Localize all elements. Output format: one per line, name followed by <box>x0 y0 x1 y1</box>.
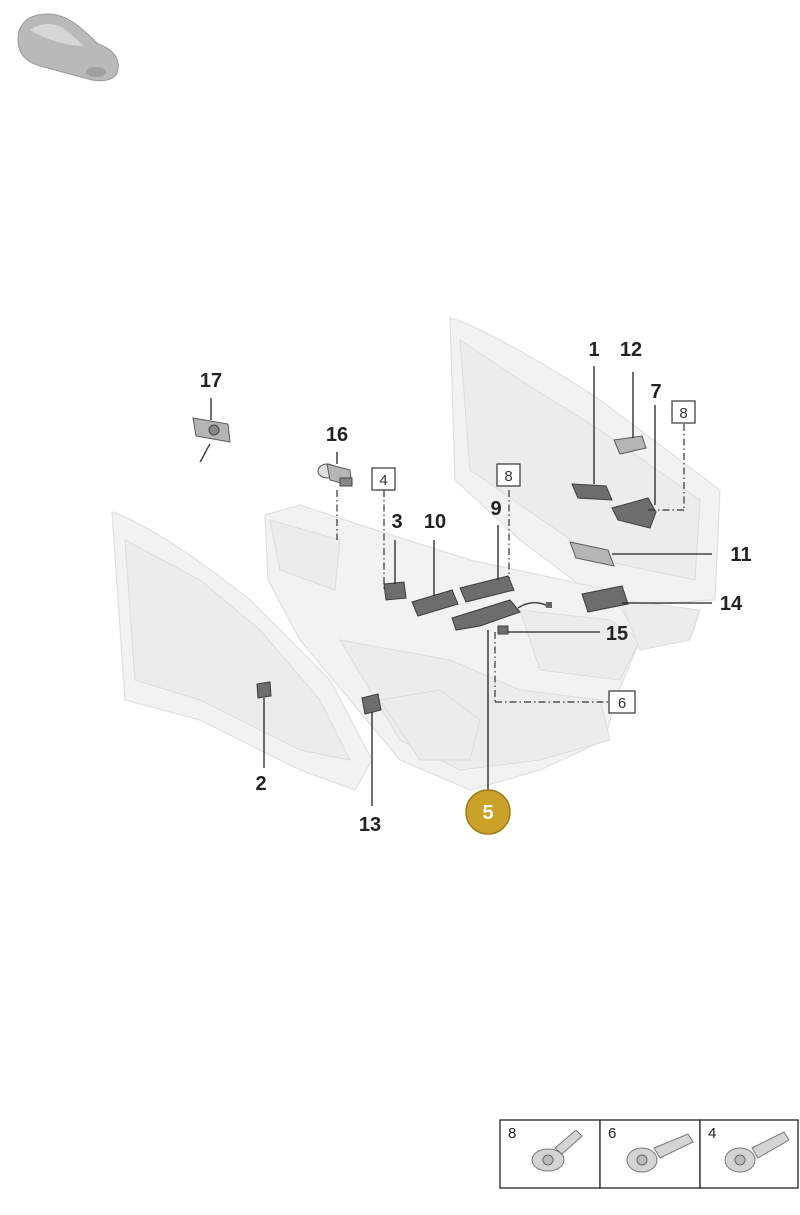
part-9-switch-bar[interactable] <box>459 575 515 603</box>
fastener-legend: 8 6 4 <box>499 1119 799 1189</box>
boxed-ref-8-right-label: 8 <box>679 405 687 422</box>
boxed-ref-6[interactable]: 6 <box>608 690 636 714</box>
callout-16[interactable]: 16 <box>326 424 348 446</box>
part-16-socket[interactable] <box>317 463 353 487</box>
callout-7[interactable]: 7 <box>650 381 661 403</box>
part-5-control-unit[interactable] <box>451 599 552 631</box>
legend-item-4-number: 4 <box>708 1125 716 1142</box>
torx-bolt-icon <box>626 1133 694 1173</box>
legend-item-6[interactable]: 6 <box>608 1125 694 1173</box>
boxed-ref-8-left-label: 8 <box>504 468 512 485</box>
legend-item-6-number: 6 <box>608 1125 616 1142</box>
legend-item-4[interactable]: 4 <box>708 1125 790 1173</box>
callout-14[interactable]: 14 <box>720 593 743 615</box>
callout-1[interactable]: 1 <box>588 339 599 361</box>
part-2-switch[interactable] <box>256 681 272 699</box>
callout-3[interactable]: 3 <box>391 511 402 533</box>
part-1-switch[interactable] <box>571 483 613 501</box>
part-15-connector[interactable] <box>497 625 509 635</box>
boxed-ref-4-label: 4 <box>379 472 387 489</box>
part-13-switch[interactable] <box>361 693 382 715</box>
part-3-switch[interactable] <box>383 581 407 601</box>
part-11-switch[interactable] <box>569 541 615 567</box>
leader-lines <box>210 366 712 806</box>
callout-10[interactable]: 10 <box>424 511 446 533</box>
boxed-ref-8-left[interactable]: 8 <box>496 463 521 487</box>
callout-2[interactable]: 2 <box>255 773 266 795</box>
highlight-part-5-label: 5 <box>482 802 493 824</box>
boxed-ref-4[interactable]: 4 <box>371 467 396 491</box>
callout-13[interactable]: 13 <box>359 814 381 836</box>
flange-bolt-icon <box>531 1129 583 1172</box>
part-17-speaker[interactable] <box>192 417 231 463</box>
part-14-cover[interactable] <box>581 585 629 613</box>
highlight-part-5[interactable]: 5 <box>465 789 511 835</box>
legend-item-8-number: 8 <box>508 1125 516 1142</box>
callout-12[interactable]: 12 <box>620 339 642 361</box>
callout-17[interactable]: 17 <box>200 370 222 392</box>
legend-item-8[interactable]: 8 <box>508 1125 583 1172</box>
callout-9[interactable]: 9 <box>490 498 501 520</box>
boxed-ref-8-right[interactable]: 8 <box>671 400 696 424</box>
boxed-ref-6-label: 6 <box>618 695 626 712</box>
part-10-switch-bar[interactable] <box>411 589 459 617</box>
torx-bolt-icon <box>724 1131 790 1173</box>
car-silhouette-icon[interactable] <box>17 13 119 82</box>
callout-11[interactable]: 11 <box>730 544 751 566</box>
callout-15[interactable]: 15 <box>606 623 628 645</box>
part-7-switch-panel[interactable] <box>611 497 657 529</box>
